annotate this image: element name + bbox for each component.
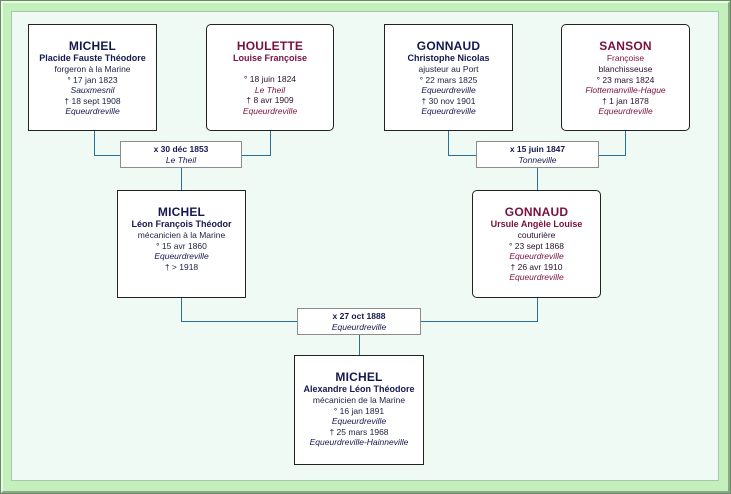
surname: MICHEL — [335, 370, 383, 384]
death-place: Equeurdreville — [509, 272, 564, 282]
surname: GONNAUD — [416, 39, 481, 53]
connector-line — [181, 297, 182, 322]
surname: GONNAUD — [504, 205, 569, 219]
birth-place: Equeurdreville — [154, 251, 209, 261]
connector-line — [270, 130, 271, 156]
birth-date: ° 23 sept 1868 — [509, 240, 564, 251]
marriage-box-michel-houlette[interactable]: x 30 déc 1853 Le Theil — [120, 141, 242, 168]
death-date: † 18 sept 1908 — [64, 95, 121, 106]
given-names: Alexandre Léon Théodore — [303, 384, 415, 394]
person-card-gonnaud-ursule[interactable]: GONNAUD Ursule Angèle Louise couturière … — [472, 190, 601, 298]
connector-line — [448, 155, 477, 156]
death-place: Equeurdreville — [65, 106, 120, 116]
death-place: Equeurdreville — [598, 106, 653, 116]
marriage-box-michel-gonnaud[interactable]: x 27 oct 1888 Equeurdreville — [297, 308, 421, 335]
connector-line — [420, 321, 538, 322]
surname: SANSON — [599, 39, 652, 53]
death-date: † 1 jan 1878 — [602, 95, 649, 106]
marriage-place: Tonneville — [518, 155, 557, 165]
death-date: † 30 nov 1901 — [421, 95, 476, 106]
occupation: mécanicien de la Marine — [312, 395, 406, 405]
death-date: † > 1918 — [164, 261, 199, 272]
surname: MICHEL — [68, 39, 117, 53]
given-names: Ursule Angèle Louise — [490, 219, 583, 229]
person-card-gonnaud-christophe[interactable]: GONNAUD Christophe Nicolas ajusteur au P… — [384, 24, 513, 131]
birth-date: ° 18 juin 1824 — [243, 74, 297, 84]
death-place: Equeurdreville — [242, 105, 298, 116]
birth-date: ° 17 jan 1823 — [67, 74, 118, 85]
birth-place: Flottemanville-Hague — [585, 85, 666, 95]
marriage-box-gonnaud-sanson[interactable]: x 15 juin 1847 Tonneville — [476, 141, 599, 168]
birth-date: ° 16 jan 1891 — [333, 405, 385, 416]
connector-line — [94, 130, 95, 156]
connector-line — [537, 297, 538, 322]
person-card-michel-leon[interactable]: MICHEL Léon François Théodor mécanicien … — [117, 190, 246, 298]
given-names: Christophe Nicolas — [407, 53, 490, 63]
birth-date: ° 23 mars 1824 — [596, 74, 655, 85]
occupation: blanchisseuse — [598, 64, 653, 74]
given-names: Léon François Théodor — [131, 219, 232, 229]
connector-line — [448, 130, 449, 156]
surname: MICHEL — [157, 205, 206, 219]
person-card-michel-placide[interactable]: MICHEL Placide Fauste Théodore forgeron … — [28, 24, 157, 131]
death-date: † 26 avr 1910 — [510, 261, 563, 272]
occupation: forgeron à la Marine — [54, 64, 131, 74]
given-names: Louise Françoise — [232, 53, 308, 63]
connector-line — [181, 321, 298, 322]
surname: HOULETTE — [236, 39, 304, 53]
marriage-date: x 15 juin 1847 — [509, 144, 566, 154]
person-card-houlette[interactable]: HOULETTE Louise Françoise ° 18 juin 1824… — [206, 24, 334, 131]
occupation: couturière — [517, 230, 556, 240]
birth-place: Le Theil — [254, 84, 286, 95]
occupation: ajusteur au Port — [418, 64, 479, 74]
marriage-place: Le Theil — [165, 155, 197, 165]
birth-place: Equeurdreville — [331, 416, 387, 426]
connector-line — [241, 155, 271, 156]
connector-line — [359, 334, 360, 356]
birth-date: ° 15 avr 1860 — [156, 240, 207, 251]
death-place: Equeurdreville — [421, 106, 476, 116]
given-names: Placide Fauste Théodore — [39, 53, 146, 63]
connector-line — [625, 130, 626, 156]
birth-place: Sauxmesnil — [70, 85, 115, 95]
marriage-place: Equeurdreville — [331, 322, 387, 332]
connector-line — [598, 155, 626, 156]
death-date: † 25 mars 1968 — [329, 426, 389, 437]
occupation: mécanicien à la Marine — [137, 230, 226, 240]
connector-line — [181, 167, 182, 191]
marriage-date: x 30 déc 1853 — [153, 144, 209, 154]
connector-line — [94, 155, 121, 156]
connector-line — [537, 167, 538, 191]
birth-place: Equeurdreville — [509, 251, 564, 261]
death-date: † 8 avr 1909 — [246, 95, 294, 105]
death-place: Equeurdreville-Hainneville — [309, 437, 409, 447]
given-names: Françoise — [606, 53, 645, 63]
person-card-michel-alexandre[interactable]: MICHEL Alexandre Léon Théodore mécanicie… — [294, 355, 424, 465]
birth-place: Equeurdreville — [421, 85, 476, 95]
marriage-date: x 27 oct 1888 — [332, 311, 386, 321]
person-card-sanson[interactable]: SANSON Françoise blanchisseuse ° 23 mars… — [561, 24, 690, 131]
birth-date: ° 22 mars 1825 — [419, 74, 478, 85]
